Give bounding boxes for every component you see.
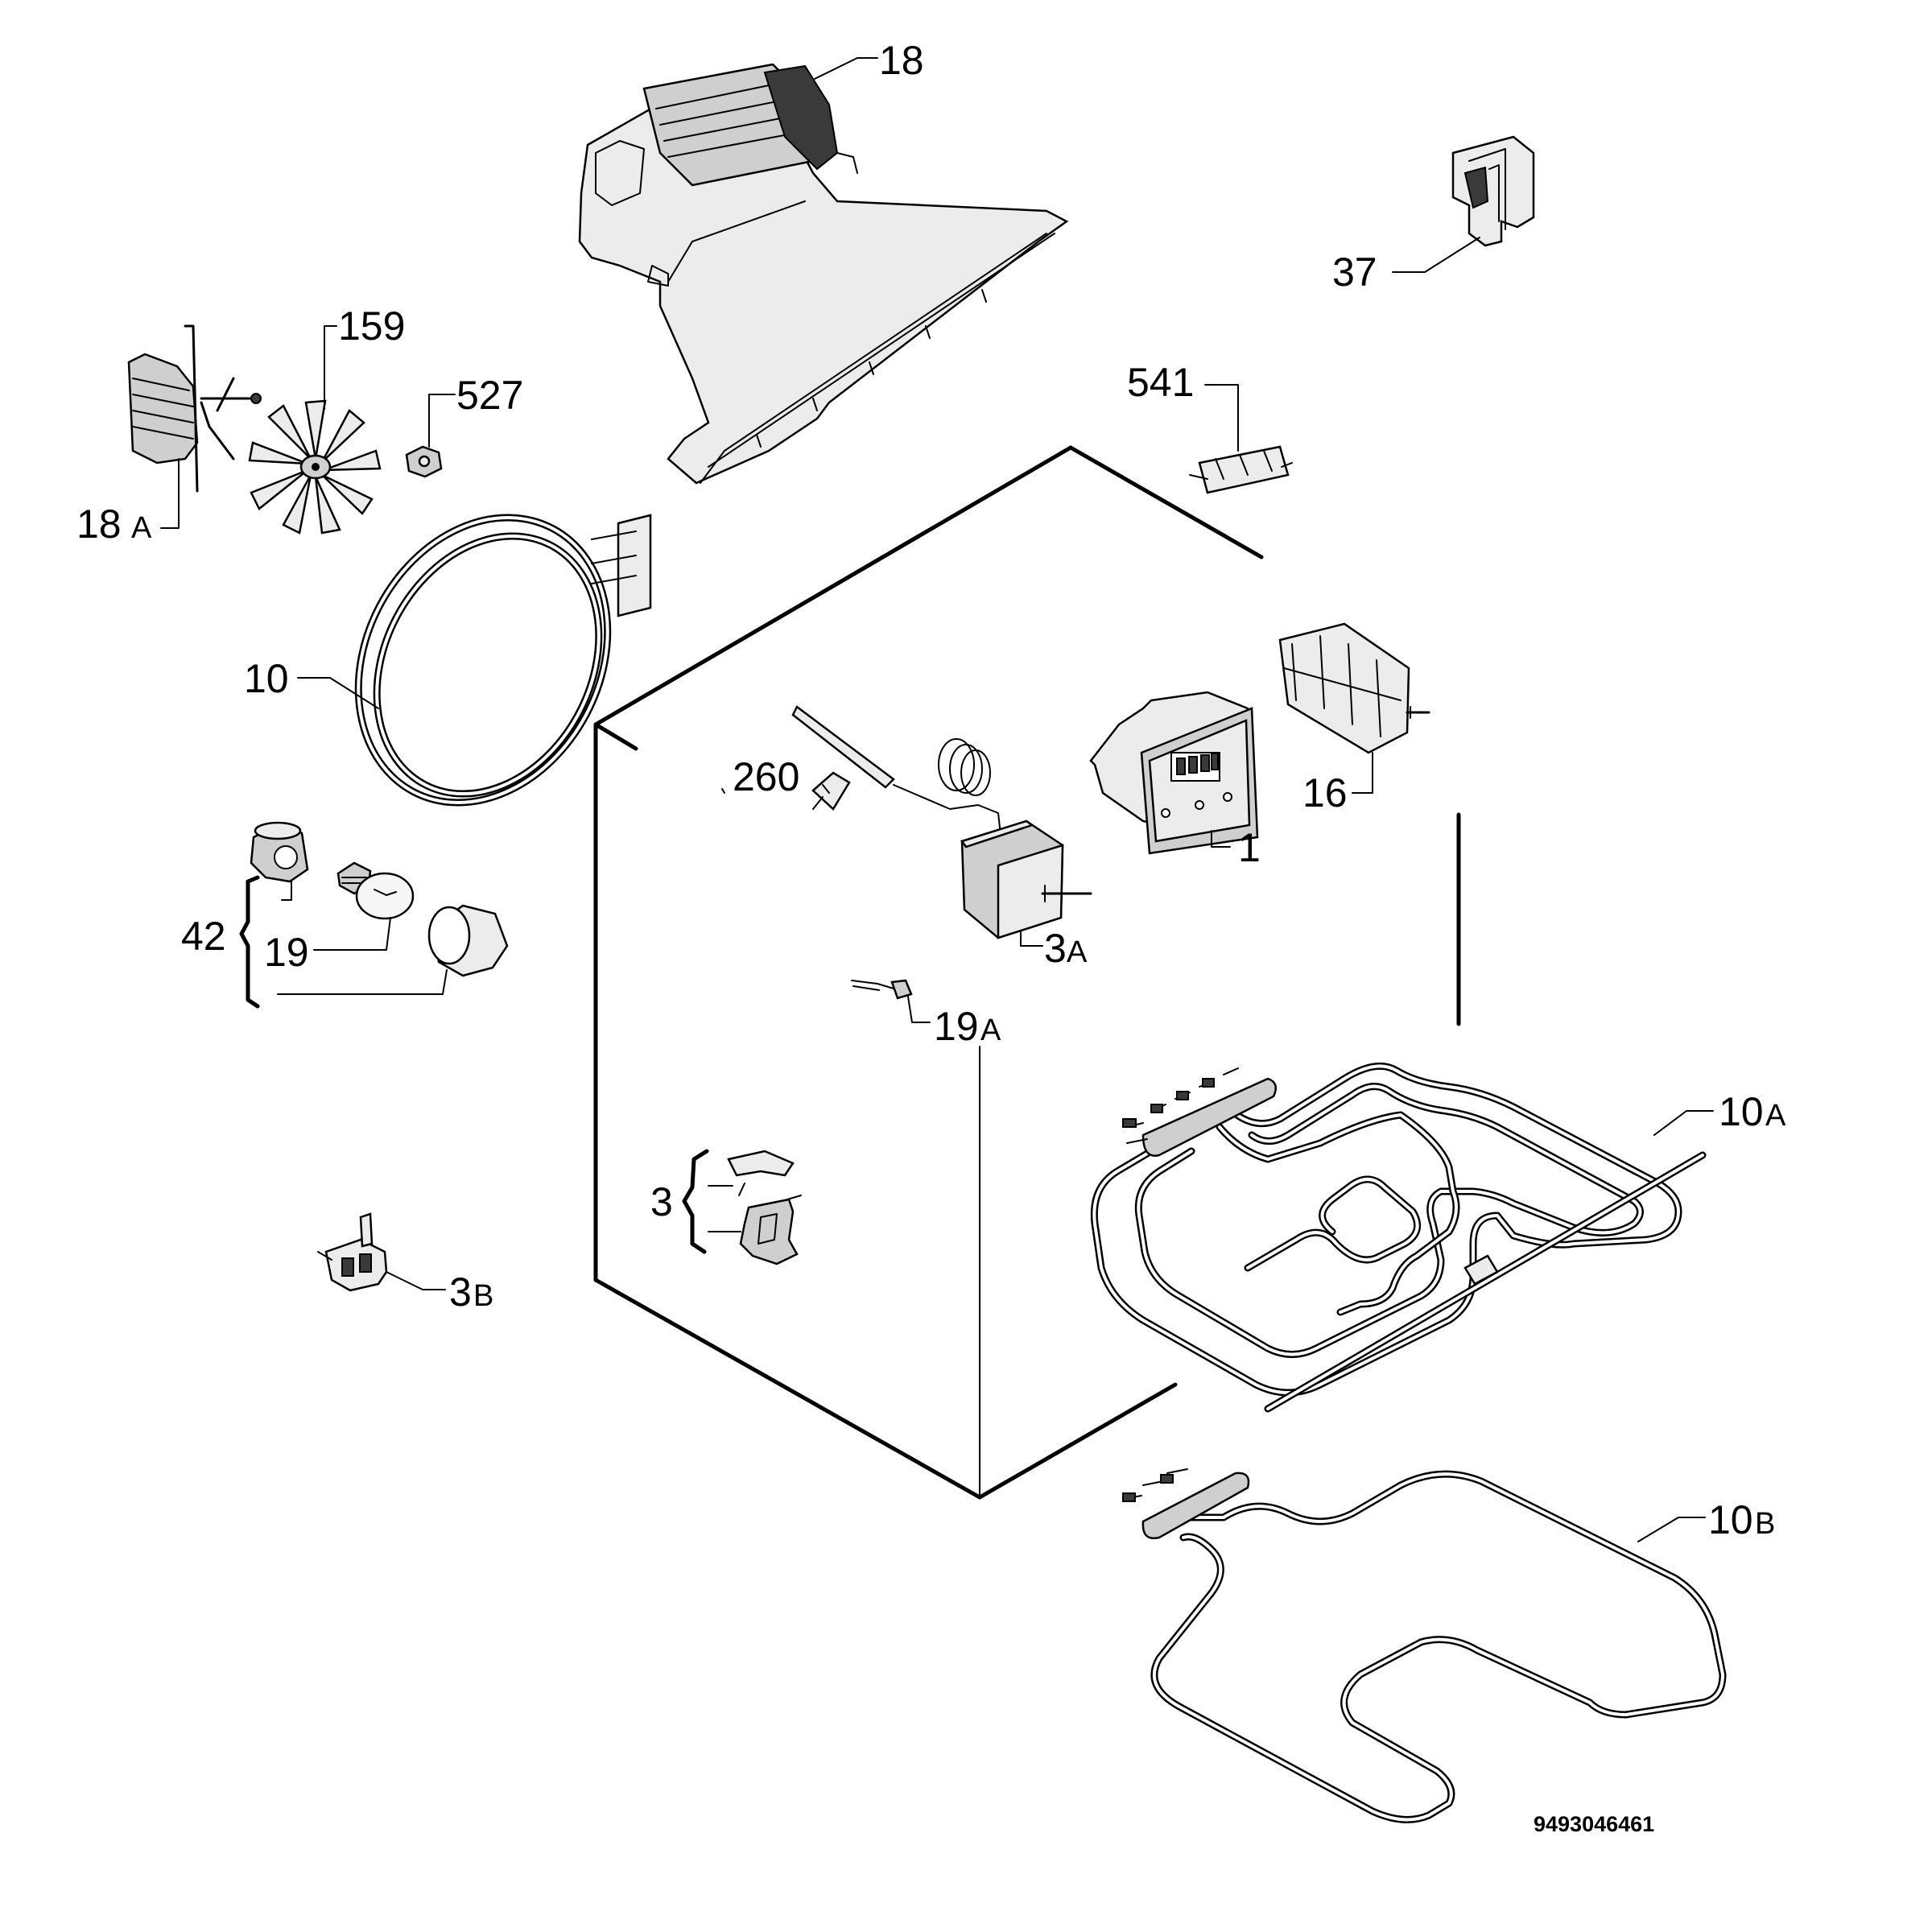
label-1: 1 (1238, 825, 1261, 870)
leader-line-527 (428, 394, 456, 448)
drawing-code: 9493046461 (1534, 1812, 1654, 1836)
leader-line-18 (814, 57, 878, 80)
oven-cavity-outline (593, 445, 1461, 1500)
label-37: 37 (1332, 250, 1377, 295)
lamp-bulb-part (336, 861, 415, 920)
label-19: 19 (264, 930, 309, 975)
label-541: 541 (1127, 360, 1194, 405)
label-3a: 3 (1044, 926, 1067, 971)
thermal-fuse-part (317, 1212, 388, 1292)
leader-line-37 (1392, 237, 1480, 273)
label-10a-suffix: A (1765, 1099, 1786, 1133)
leader-line-1 (1211, 830, 1231, 848)
label-19a-suffix: A (980, 1013, 1001, 1047)
leader-line-3a (1020, 931, 1043, 947)
leader-line-10b (1637, 1517, 1706, 1542)
label-3: 3 (650, 1179, 673, 1224)
thermostat-part (791, 705, 1092, 939)
label-3b: 3 (449, 1269, 472, 1315)
leader-line-16 (1352, 752, 1373, 794)
label-10b: 10 (1708, 1497, 1753, 1542)
thermal-cutout-part (727, 1150, 802, 1265)
leader-line-10a (1653, 1110, 1714, 1136)
label-10a: 10 (1719, 1089, 1764, 1134)
label-260: 260 (733, 754, 799, 799)
label-10b-suffix: B (1755, 1507, 1775, 1541)
label-18: 18 (879, 38, 924, 83)
selector-switch-part (1278, 622, 1430, 754)
fan-nut-part (405, 445, 443, 478)
label-3a-suffix: A (1067, 935, 1088, 969)
leader-line-18a (160, 458, 180, 529)
lamp-holder-part (250, 821, 309, 883)
label-18a: 18 (76, 502, 122, 547)
lamp-cover-part (427, 904, 509, 977)
lamp-assembly-leaders (239, 875, 448, 1009)
door-switch-part (1451, 135, 1535, 247)
lower-heating-element-part (1122, 1468, 1727, 1823)
upper-grill-element-part (1090, 1062, 1707, 1413)
sensor-clip-part (811, 771, 851, 811)
label-159: 159 (338, 303, 405, 349)
label-19a: 19 (934, 1004, 979, 1049)
circular-heating-element-part (354, 514, 652, 807)
leader-line-159 (324, 325, 337, 410)
leader-line-19a (907, 996, 931, 1023)
label-18a-suffix: A (131, 511, 152, 545)
label-42: 42 (181, 914, 226, 959)
label-527: 527 (456, 373, 523, 418)
leader-line-10 (297, 677, 379, 709)
lamp-wire-connector-part (851, 979, 913, 1000)
label-3b-suffix: B (473, 1279, 493, 1313)
thermal-cutout-brace (682, 1149, 741, 1254)
terminal-block-part (1189, 445, 1293, 494)
label-10: 10 (244, 656, 289, 701)
fan-motor-part (127, 324, 262, 493)
fan-blade-part (248, 399, 382, 535)
leader-line-3b (386, 1271, 446, 1290)
label-16: 16 (1302, 770, 1348, 815)
fan-housing-part (578, 63, 1069, 485)
electronic-timer-part (1089, 691, 1259, 855)
leader-line-541 (1204, 384, 1239, 452)
